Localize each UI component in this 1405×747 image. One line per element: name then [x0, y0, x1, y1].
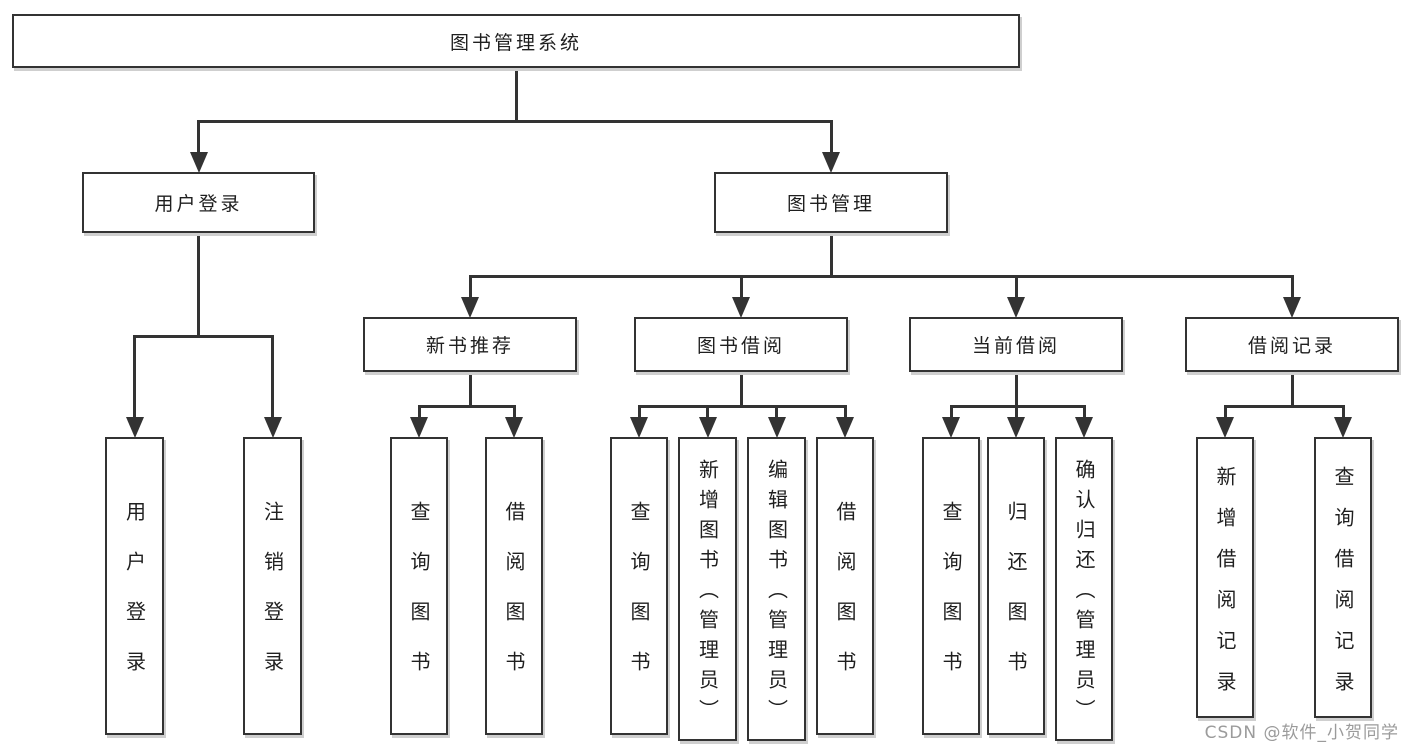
node-logout-action: 注销登录: [243, 437, 302, 735]
connector-stem-br-add-borrow-record: [1223, 405, 1227, 421]
node-label-bb-add-books-admin: 新增图书（管理员）: [695, 459, 720, 729]
node-cb-confirm-return-admin: 确认归还（管理员）: [1055, 437, 1113, 741]
connector-stub-new-book-recommend: [468, 372, 472, 408]
connector-bus-borrowing-records: [1223, 405, 1345, 408]
node-user-login-action: 用户登录: [105, 437, 164, 735]
connector-stem-cb-query-books: [949, 405, 953, 421]
connector-stem-bb-query-books: [637, 405, 641, 421]
node-new-book-recommend: 新书推荐: [363, 317, 577, 372]
connector-stem-nbr-query-books: [417, 405, 421, 421]
arrow-down-icon: [1283, 297, 1301, 318]
connector-stem-cb-return-books: [1014, 405, 1018, 421]
connector-bus-new-book-recommend: [417, 405, 516, 408]
connector-stem-new-book-recommend: [468, 275, 472, 301]
connector-stem-borrowing-records: [1290, 275, 1294, 301]
node-label-br-add-borrow-record: 新增借阅记录: [1213, 465, 1237, 712]
node-label-bb-edit-books-admin: 编辑图书（管理员）: [764, 459, 789, 729]
node-cb-return-books: 归还图书: [987, 437, 1045, 735]
arrow-down-icon: [1075, 417, 1093, 438]
node-label-bb-query-books: 查询图书: [627, 501, 651, 701]
node-br-query-borrow-record: 查询借阅记录: [1314, 437, 1372, 718]
node-bb-query-books: 查询图书: [610, 437, 668, 735]
node-bb-borrow-books: 借阅图书: [816, 437, 874, 735]
arrow-down-icon: [942, 417, 960, 438]
connector-stem-nbr-borrow-books: [512, 405, 516, 421]
node-label-bb-borrow-books: 借阅图书: [833, 501, 857, 701]
connector-stub-library-management-system: [514, 68, 518, 123]
csdn-watermark: CSDN @软件_小贺同学: [1204, 723, 1399, 743]
node-label-cb-return-books: 归还图书: [1004, 501, 1028, 701]
connector-stem-user-login: [197, 120, 200, 156]
arrow-down-icon: [630, 417, 648, 438]
arrow-down-icon: [263, 417, 282, 438]
node-library-management-system: 图书管理系统: [12, 14, 1020, 68]
node-label-book-management: 图书管理: [786, 193, 875, 215]
connector-stem-bb-borrow-books: [843, 405, 847, 421]
node-borrowing-records: 借阅记录: [1185, 317, 1399, 372]
arrow-down-icon: [732, 297, 750, 318]
connector-stem-cb-confirm-return-admin: [1082, 405, 1086, 421]
node-book-management: 图书管理: [714, 172, 948, 233]
connector-stem-br-query-borrow-record: [1341, 405, 1345, 421]
node-label-user-login-action: 用户登录: [122, 501, 147, 701]
node-label-book-borrowing: 图书借阅: [696, 335, 785, 357]
connector-bus-current-borrowing: [949, 405, 1086, 408]
connector-stub-user-login: [197, 233, 200, 338]
connector-bus-book-borrowing: [637, 405, 847, 408]
connector-stub-current-borrowing: [1014, 372, 1018, 408]
node-label-nbr-borrow-books: 借阅图书: [502, 501, 526, 701]
arrow-down-icon: [1007, 417, 1025, 438]
arrow-down-icon: [189, 152, 208, 173]
connector-bus-library-management-system: [197, 120, 833, 123]
node-br-add-borrow-record: 新增借阅记录: [1196, 437, 1254, 718]
arrow-down-icon: [461, 297, 479, 318]
arrow-down-icon: [505, 417, 523, 438]
node-nbr-borrow-books: 借阅图书: [485, 437, 543, 735]
node-label-nbr-query-books: 查询图书: [407, 501, 431, 701]
connector-stem-logout-action: [271, 335, 274, 421]
node-label-user-login: 用户登录: [154, 193, 243, 215]
node-book-borrowing: 图书借阅: [634, 317, 848, 372]
arrow-down-icon: [125, 417, 144, 438]
node-label-library-management-system: 图书管理系统: [449, 31, 582, 54]
node-current-borrowing: 当前借阅: [909, 317, 1123, 372]
arrow-down-icon: [698, 417, 717, 438]
node-cb-query-books: 查询图书: [922, 437, 980, 735]
connector-stub-book-borrowing: [739, 372, 743, 408]
node-label-current-borrowing: 当前借阅: [971, 335, 1060, 357]
node-user-login: 用户登录: [82, 172, 315, 233]
node-label-br-query-borrow-record: 查询借阅记录: [1331, 465, 1355, 712]
node-nbr-query-books: 查询图书: [390, 437, 448, 735]
arrow-down-icon: [1216, 417, 1234, 438]
arrow-down-icon: [836, 417, 854, 438]
arrow-down-icon: [1007, 297, 1025, 318]
arrow-down-icon: [410, 417, 428, 438]
arrow-down-icon: [1334, 417, 1352, 438]
node-label-logout-action: 注销登录: [260, 501, 285, 701]
node-label-cb-query-books: 查询图书: [939, 501, 963, 701]
connector-stem-book-management: [829, 120, 833, 156]
node-bb-add-books-admin: 新增图书（管理员）: [678, 437, 737, 741]
connector-bus-user-login: [133, 335, 274, 338]
connector-stem-current-borrowing: [1014, 275, 1018, 301]
node-label-cb-confirm-return-admin: 确认归还（管理员）: [1072, 459, 1096, 729]
connector-stub-borrowing-records: [1290, 372, 1294, 408]
arrow-down-icon: [822, 152, 840, 173]
node-bb-edit-books-admin: 编辑图书（管理员）: [747, 437, 806, 741]
connector-stem-bb-edit-books-admin: [775, 405, 778, 421]
node-label-borrowing-records: 借阅记录: [1247, 335, 1336, 357]
node-label-new-book-recommend: 新书推荐: [425, 335, 514, 357]
connector-bus-book-management: [468, 275, 1294, 278]
connector-stub-book-management: [829, 233, 833, 278]
connector-stem-user-login-action: [133, 335, 136, 421]
connector-stem-book-borrowing: [739, 275, 743, 301]
arrow-down-icon: [767, 417, 786, 438]
connector-stem-bb-add-books-admin: [706, 405, 709, 421]
